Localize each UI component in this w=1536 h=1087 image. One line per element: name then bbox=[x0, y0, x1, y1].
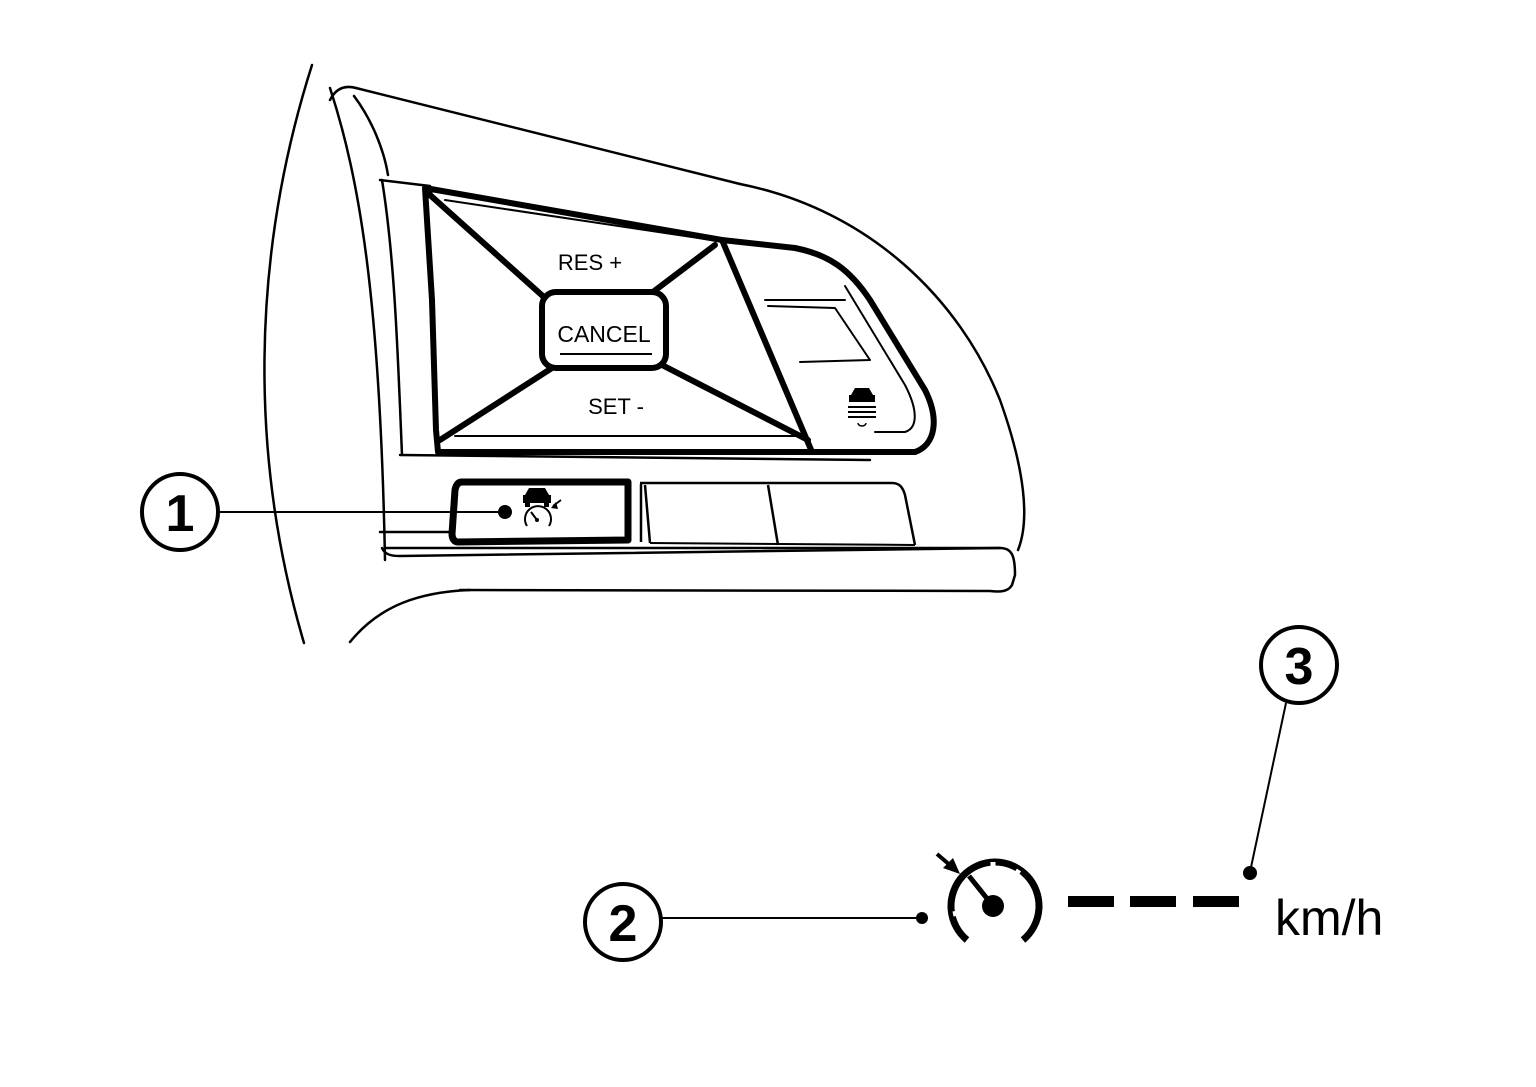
callout-3-number: 3 bbox=[1285, 638, 1314, 696]
callout-2: 2 bbox=[583, 882, 928, 962]
cruise-control-switch-icon bbox=[523, 488, 562, 527]
callout-3: 3 bbox=[1243, 625, 1339, 880]
set-speed-indicator-icon bbox=[935, 852, 1043, 943]
res-plus-label: RES + bbox=[558, 250, 622, 275]
steering-switch-pad bbox=[422, 185, 937, 455]
set-speed-placeholder bbox=[1068, 896, 1239, 907]
lower-switch-row bbox=[640, 481, 917, 546]
cruise-control-switch[interactable] bbox=[448, 478, 643, 546]
steering-wheel-housing bbox=[263, 63, 1026, 645]
callout-1-number: 1 bbox=[166, 485, 195, 543]
callout-2-number: 2 bbox=[609, 895, 638, 953]
cancel-button[interactable]: CANCEL bbox=[539, 289, 669, 371]
cancel-label: CANCEL bbox=[557, 321, 651, 347]
callout-1: 1 bbox=[140, 472, 512, 552]
speed-unit-label: km/h bbox=[1275, 890, 1383, 946]
set-minus-label: SET - bbox=[588, 394, 644, 419]
distance-control-icon bbox=[848, 388, 876, 427]
